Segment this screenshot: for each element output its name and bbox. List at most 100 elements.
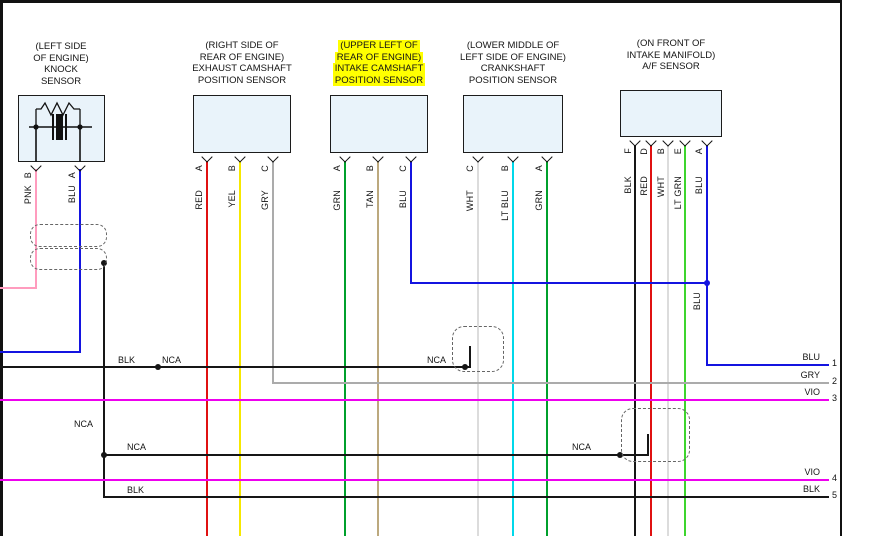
wire-color-label: BLU (694, 176, 704, 195)
pin-arrow-icon (629, 135, 641, 147)
pin-letter: A (194, 165, 204, 172)
wire-color-label: RED (194, 190, 204, 210)
splice-label-nca: NCA (162, 355, 182, 365)
wire-ltgrn-af (684, 145, 686, 536)
pin-letter: C (260, 165, 270, 172)
wire-tan-intake-cam (377, 161, 379, 536)
sensor-label-crankshaft: (LOWER MIDDLE OF LEFT SIDE OF ENGINE) CR… (459, 40, 567, 86)
splice-label-nca: NCA (427, 355, 447, 365)
pin-arrow-icon (30, 160, 42, 172)
pin-arrow-icon (234, 151, 246, 163)
pin-letter: A (67, 172, 77, 179)
pin-arrow-icon (701, 135, 713, 147)
pin-letter: B (23, 172, 33, 179)
pin-arrow-icon (679, 135, 691, 147)
wire-end-stub (469, 346, 471, 368)
wire-color-label: LT GRN (673, 176, 683, 210)
pin-letter: A (694, 148, 704, 155)
pin-arrow-icon (339, 151, 351, 163)
wire-blu-intake-to-af-junction (411, 282, 708, 284)
wire-end-stub (647, 434, 649, 456)
wire-blu-to-left-edge (0, 351, 81, 353)
pin-arrow-icon (645, 135, 657, 147)
wire-color-label: BLU (67, 185, 77, 204)
sensor-label-af-sensor: (ON FRONT OF INTAKE MANIFOLD) A/F SENSOR (617, 38, 725, 73)
pin-letter: B (227, 165, 237, 172)
label-line-highlighted: (UPPER LEFT OF (338, 40, 420, 52)
pin-letter: A (534, 165, 544, 172)
wire-pnk-to-left-edge (0, 287, 37, 289)
terminal-wire-label: VIO (804, 467, 820, 477)
pin-letter: E (673, 148, 683, 155)
wire-blk-shield (103, 262, 105, 498)
label-line: INTAKE MANIFOLD) (626, 49, 716, 61)
wire-ltblu-crank (512, 161, 514, 536)
sensor-box-exhaust-cam (193, 95, 291, 153)
splice-label-nca: NCA (572, 442, 592, 452)
splice-dot (617, 452, 623, 458)
pin-arrow-icon (201, 151, 213, 163)
wire-blu-intake-cam (410, 161, 412, 284)
sensor-label-exhaust-cam: (RIGHT SIDE OF REAR OF ENGINE) EXHAUST C… (192, 40, 292, 86)
wire-blu-bus-terminal1 (706, 364, 829, 366)
pin-letter: F (623, 148, 633, 154)
inline-connector-dashed (621, 408, 690, 462)
frame-border-left (0, 0, 3, 536)
wire-blk-bus-terminal5 (104, 496, 829, 498)
knock-sensor-internal-schematic (29, 101, 92, 162)
inline-connector-dashed (30, 248, 107, 270)
frame-border-right (840, 0, 842, 536)
sensor-label-intake-cam-highlighted: (UPPER LEFT OF REAR OF ENGINE) INTAKE CA… (329, 40, 429, 86)
wire-color-label: BLU (398, 190, 408, 209)
wire-red-af (650, 145, 652, 536)
sensor-box-af-sensor (620, 90, 722, 137)
label-line-highlighted: INTAKE CAMSHAFT (332, 63, 426, 75)
label-line: CRANKSHAFT (480, 63, 546, 74)
wire-red-exhaust-cam (206, 161, 208, 536)
pin-letter: C (398, 165, 408, 172)
pin-letter: B (365, 165, 375, 172)
label-line-highlighted: REAR OF ENGINE) (334, 51, 424, 63)
pin-arrow-icon (372, 151, 384, 163)
pin-arrow-icon (405, 151, 417, 163)
wire-color-label: TAN (365, 190, 375, 208)
inline-connector-dashed (30, 224, 107, 247)
wire-yel-exhaust-cam (239, 161, 241, 536)
terminal-number: 4 (832, 473, 838, 483)
label-line: (ON FRONT OF (636, 38, 706, 49)
wire-blk-nca-branch (104, 454, 648, 456)
wire-blk-af (634, 145, 636, 536)
junction-dot (101, 452, 107, 458)
wire-color-label: WHT (656, 176, 666, 198)
inline-connector-dashed (452, 326, 504, 372)
wire-color-label: GRN (534, 190, 544, 211)
wire-blu-knock (79, 169, 81, 353)
wire-color-label-blu-vertical: BLU (692, 292, 702, 311)
wire-gry-bus-terminal2 (272, 382, 829, 384)
label-line: REAR OF ENGINE) (199, 51, 285, 63)
wire-color-label: BLK (623, 176, 633, 194)
pin-letter: B (500, 165, 510, 172)
pin-letter: D (639, 148, 649, 155)
piezo-element-symbol (56, 114, 63, 140)
label-line: EXHAUST CAMSHAFT (192, 63, 292, 74)
label-line: POSITION SENSOR (197, 74, 287, 86)
label-line: (RIGHT SIDE OF (205, 40, 279, 51)
pin-letter: B (656, 148, 666, 155)
pin-letter: A (332, 165, 342, 172)
splice-label-nca: NCA (74, 419, 94, 429)
terminal-number: 3 (832, 393, 838, 403)
label-line: (LEFT SIDE (35, 41, 87, 52)
label-line: (LOWER MIDDLE OF (466, 40, 560, 51)
label-line: LEFT SIDE OF ENGINE) (460, 51, 566, 63)
junction-dot-blue (704, 280, 710, 286)
frame-border-top (0, 0, 842, 3)
pin-arrow-icon (541, 151, 553, 163)
sensor-label-knock: (LEFT SIDE OF ENGINE) KNOCK SENSOR (11, 41, 111, 87)
terminal-wire-label: BLU (802, 352, 820, 362)
terminal-wire-label: BLK (802, 484, 820, 494)
terminal-number: 5 (832, 490, 838, 500)
pin-letter: C (465, 165, 475, 172)
resistor-symbol (35, 101, 81, 127)
